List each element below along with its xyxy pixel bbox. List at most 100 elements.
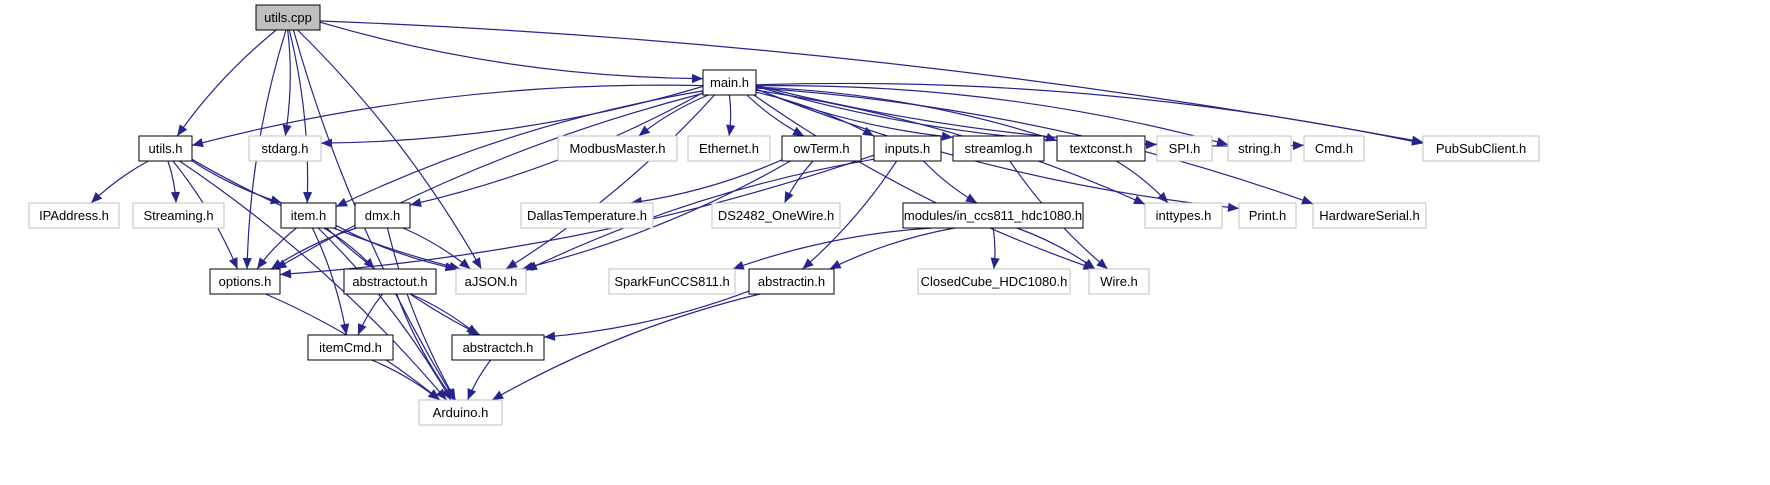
node-box[interactable] <box>687 135 771 162</box>
edge-layer <box>90 20 1424 401</box>
edge-utils_cpp-to-main_h <box>319 21 704 80</box>
edge-arrowhead <box>321 138 333 148</box>
node-owterm_h[interactable]: owTerm.h <box>781 135 862 162</box>
node-item_h[interactable]: item.h <box>280 202 337 229</box>
node-ajson_h[interactable]: aJSON.h <box>455 268 527 295</box>
node-wire_h[interactable]: Wire.h <box>1088 268 1150 295</box>
edge-owterm_h-to-ajson_h <box>521 160 791 270</box>
node-dmx_h[interactable]: dmx.h <box>354 202 411 229</box>
node-box[interactable] <box>248 135 322 162</box>
edge-main_h-to-hardwareserial_h <box>755 87 1314 205</box>
node-box[interactable] <box>1312 202 1427 229</box>
node-box[interactable] <box>608 268 736 295</box>
edge-main_h-to-stdarg_h <box>320 85 704 144</box>
node-box[interactable] <box>1144 202 1223 229</box>
node-box[interactable] <box>917 268 1071 295</box>
edge-arrowhead <box>638 125 651 136</box>
node-box[interactable] <box>902 202 1084 229</box>
node-box[interactable] <box>1303 135 1365 162</box>
edge-arrowhead <box>336 197 348 207</box>
node-box[interactable] <box>209 268 281 295</box>
node-box[interactable] <box>28 202 120 229</box>
node-box[interactable] <box>354 202 411 229</box>
node-box[interactable] <box>748 268 835 295</box>
node-streamlog_h[interactable]: streamlog.h <box>952 135 1045 162</box>
node-box[interactable] <box>255 4 321 31</box>
node-closedcube_hdc1080_h[interactable]: ClosedCube_HDC1080.h <box>917 268 1071 295</box>
node-box[interactable] <box>1088 268 1150 295</box>
node-label: owTerm.h <box>793 141 849 156</box>
node-box[interactable] <box>1422 135 1540 162</box>
node-abstractout_h[interactable]: abstractout.h <box>343 268 437 295</box>
node-utils_h[interactable]: utils.h <box>138 135 193 162</box>
node-box[interactable] <box>307 334 394 361</box>
node-box[interactable] <box>702 69 757 96</box>
node-box[interactable] <box>138 135 193 162</box>
node-label: string.h <box>1238 141 1281 156</box>
node-label: itemCmd.h <box>319 340 382 355</box>
edge-arrowhead <box>357 323 367 335</box>
node-box[interactable] <box>711 202 841 229</box>
node-box[interactable] <box>873 135 942 162</box>
node-arduino_h[interactable]: Arduino.h <box>418 399 503 426</box>
node-box[interactable] <box>418 399 503 426</box>
edge-item_h-to-arduino_h <box>317 227 452 401</box>
node-stdarg_h[interactable]: stdarg.h <box>248 135 322 162</box>
node-options_h[interactable]: options.h <box>209 268 281 295</box>
node-textconst_h[interactable]: textconst.h <box>1056 135 1146 162</box>
node-ds2482_onewire_h[interactable]: DS2482_OneWire.h <box>711 202 841 229</box>
node-label: PubSubClient.h <box>1436 141 1526 156</box>
node-box[interactable] <box>1056 135 1146 162</box>
edge-utils_cpp-to-ajson_h <box>297 29 482 270</box>
node-box[interactable] <box>520 202 654 229</box>
node-box[interactable] <box>343 268 437 295</box>
node-pubsubclient_h[interactable]: PubSubClient.h <box>1422 135 1540 162</box>
edge-arrowhead <box>443 388 454 400</box>
edge-arrowhead <box>340 323 350 335</box>
edge-inputs_h-to-ajson_h <box>525 158 875 271</box>
node-sparkfunccs811_h[interactable]: SparkFunCCS811.h <box>608 268 736 295</box>
node-string_h[interactable]: string.h <box>1227 135 1292 162</box>
node-print_h[interactable]: Print.h <box>1238 202 1297 229</box>
node-inputs_h[interactable]: inputs.h <box>873 135 942 162</box>
edge-main_h-to-inttypes_h <box>755 89 1146 205</box>
node-box[interactable] <box>455 268 527 295</box>
node-box[interactable] <box>451 334 545 361</box>
node-label: DallasTemperature.h <box>527 208 647 223</box>
edge-arrowhead <box>732 260 745 270</box>
node-modbusmaster_h[interactable]: ModbusMaster.h <box>557 135 678 162</box>
edge-arrowhead <box>280 269 292 279</box>
node-box[interactable] <box>781 135 862 162</box>
node-label: abstractout.h <box>352 274 427 289</box>
node-box[interactable] <box>1156 135 1213 162</box>
node-main_h[interactable]: main.h <box>702 69 757 96</box>
node-utils_cpp[interactable]: utils.cpp <box>255 4 321 31</box>
node-ethernet_h[interactable]: Ethernet.h <box>687 135 771 162</box>
edge-arrowhead <box>282 124 292 136</box>
node-layer: utils.cpp main.h utils.h stdarg.h ModbusMast… <box>28 4 1540 426</box>
node-itemcmd_h[interactable]: itemCmd.h <box>307 334 394 361</box>
node-streaming_h[interactable]: Streaming.h <box>132 202 225 229</box>
edge-arrowhead <box>271 259 283 269</box>
node-box[interactable] <box>280 202 337 229</box>
node-label: ClosedCube_HDC1080.h <box>921 274 1068 289</box>
node-label: SPI.h <box>1169 141 1201 156</box>
node-box[interactable] <box>952 135 1045 162</box>
node-inttypes_h[interactable]: inttypes.h <box>1144 202 1223 229</box>
node-label: abstractin.h <box>758 274 825 289</box>
node-box[interactable] <box>1227 135 1292 162</box>
node-in_ccs811_hdc1080_h[interactable]: modules/in_ccs811_hdc1080.h <box>902 202 1084 229</box>
node-dallastemperature_h[interactable]: DallasTemperature.h <box>520 202 654 229</box>
node-spi_h[interactable]: SPI.h <box>1156 135 1213 162</box>
node-box[interactable] <box>557 135 678 162</box>
edge-inputs_h-to-abstractin_h <box>802 160 898 270</box>
node-ipaddress_h[interactable]: IPAddress.h <box>28 202 120 229</box>
node-label: SparkFunCCS811.h <box>614 274 729 289</box>
node-label: inputs.h <box>885 141 931 156</box>
node-abstractin_h[interactable]: abstractin.h <box>748 268 835 295</box>
node-cmd_h[interactable]: Cmd.h <box>1303 135 1365 162</box>
node-abstractch_h[interactable]: abstractch.h <box>451 334 545 361</box>
node-box[interactable] <box>1238 202 1297 229</box>
node-hardwareserial_h[interactable]: HardwareSerial.h <box>1312 202 1427 229</box>
node-box[interactable] <box>132 202 225 229</box>
